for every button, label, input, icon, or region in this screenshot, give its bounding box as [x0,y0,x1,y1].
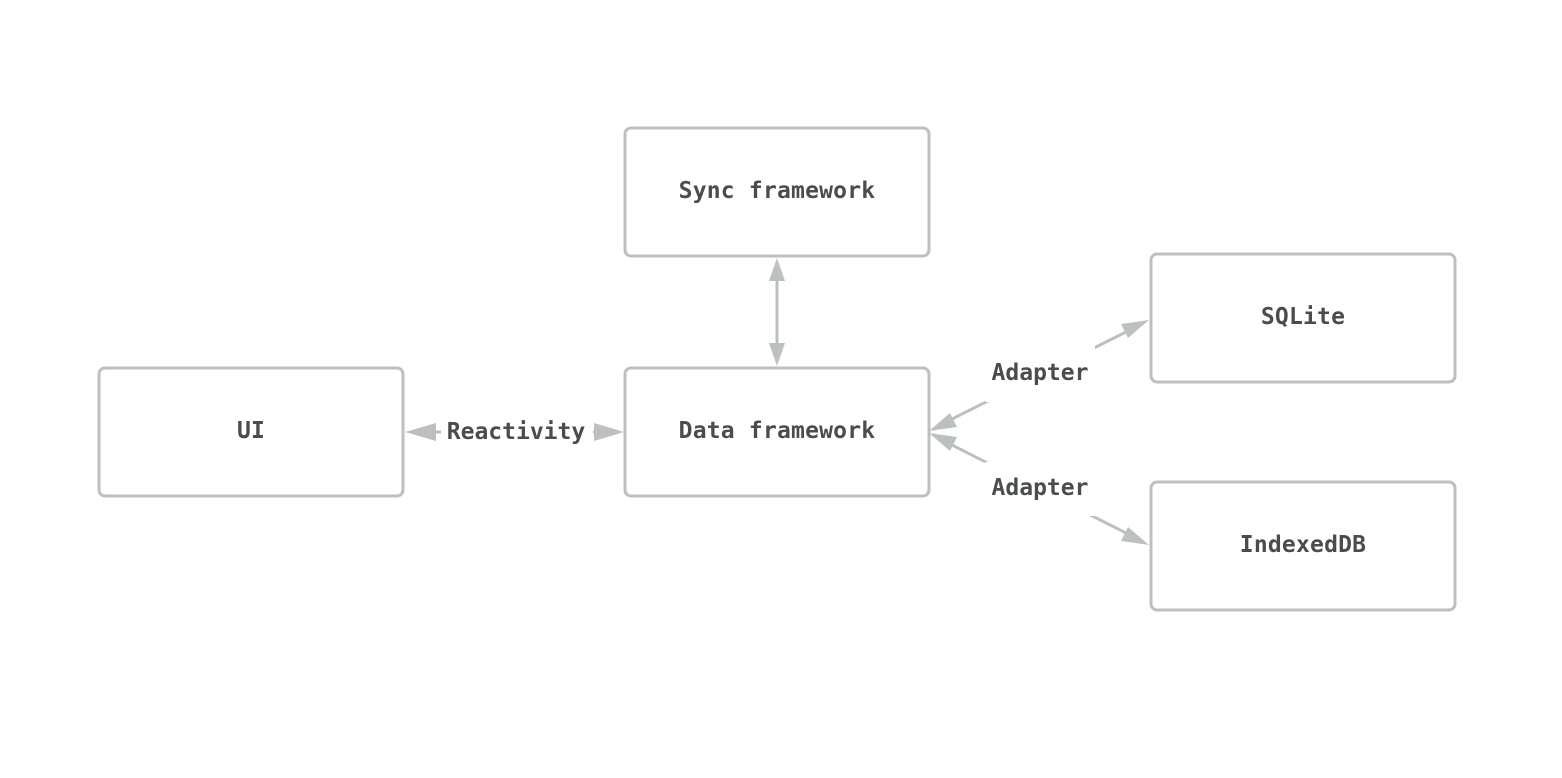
arrow-left-icon [405,423,436,441]
edge-data-indexeddb: Adapter [929,433,1149,545]
edge-ui-data: Reactivity [405,412,624,450]
node-sqlite: SQLite [1149,252,1457,384]
node-box [1149,252,1457,384]
arrow-to-data-icon [929,413,957,431]
arrow-right-icon [594,423,624,441]
arrow-to-sqlite-icon [1121,320,1149,338]
edge-sync-data [769,258,785,366]
edge-label-bg [985,346,1095,402]
node-indexeddb: IndexedDB [1149,480,1457,612]
node-box [623,126,931,258]
arrow-up-icon [769,258,785,281]
arrow-to-indexeddb-icon [1121,527,1149,545]
edge-label-reactivity: Reactivity [447,419,586,445]
node-box [1149,480,1457,612]
node-label-sync-framework: Sync framework [679,178,876,204]
edge-label-bg [441,412,593,450]
edge-data-sqlite: Adapter [929,320,1149,431]
node-label-indexeddb: IndexedDB [1240,532,1366,558]
node-label-data-framework: Data framework [679,418,876,444]
arrow-down-icon [769,343,785,366]
node-sync-framework: Sync framework [623,126,931,258]
node-label-sqlite: SQLite [1261,304,1345,330]
node-ui: UI [97,366,405,498]
node-label-ui: UI [237,418,265,444]
edge-label-adapter-indexeddb: Adapter [992,475,1089,501]
arrow-to-data-icon [929,433,957,451]
edge-label-bg [985,462,1095,516]
node-box [623,366,931,498]
node-data-framework: Data framework [623,366,931,498]
node-box [97,366,405,498]
edge-label-adapter-sqlite: Adapter [992,360,1089,386]
